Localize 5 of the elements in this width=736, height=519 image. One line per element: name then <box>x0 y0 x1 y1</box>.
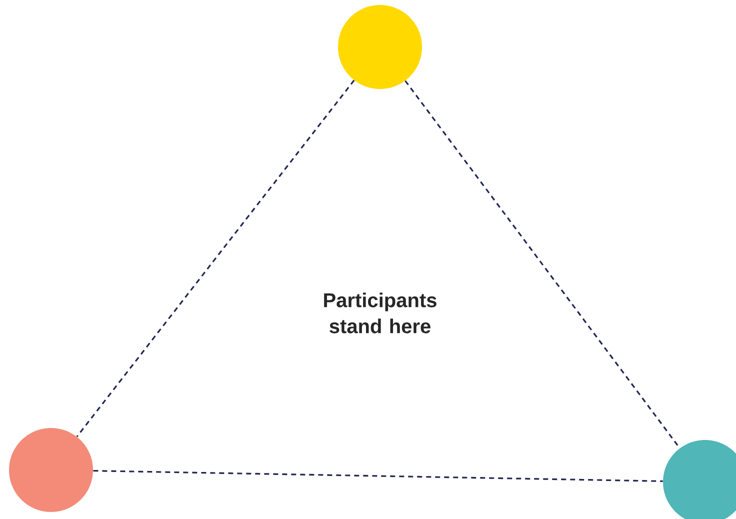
center-label: Participants stand here <box>324 292 436 334</box>
dashed-line <box>76 80 355 438</box>
dashed-line <box>93 470 663 482</box>
participant-circle <box>9 428 93 512</box>
participant-circle <box>338 5 422 89</box>
